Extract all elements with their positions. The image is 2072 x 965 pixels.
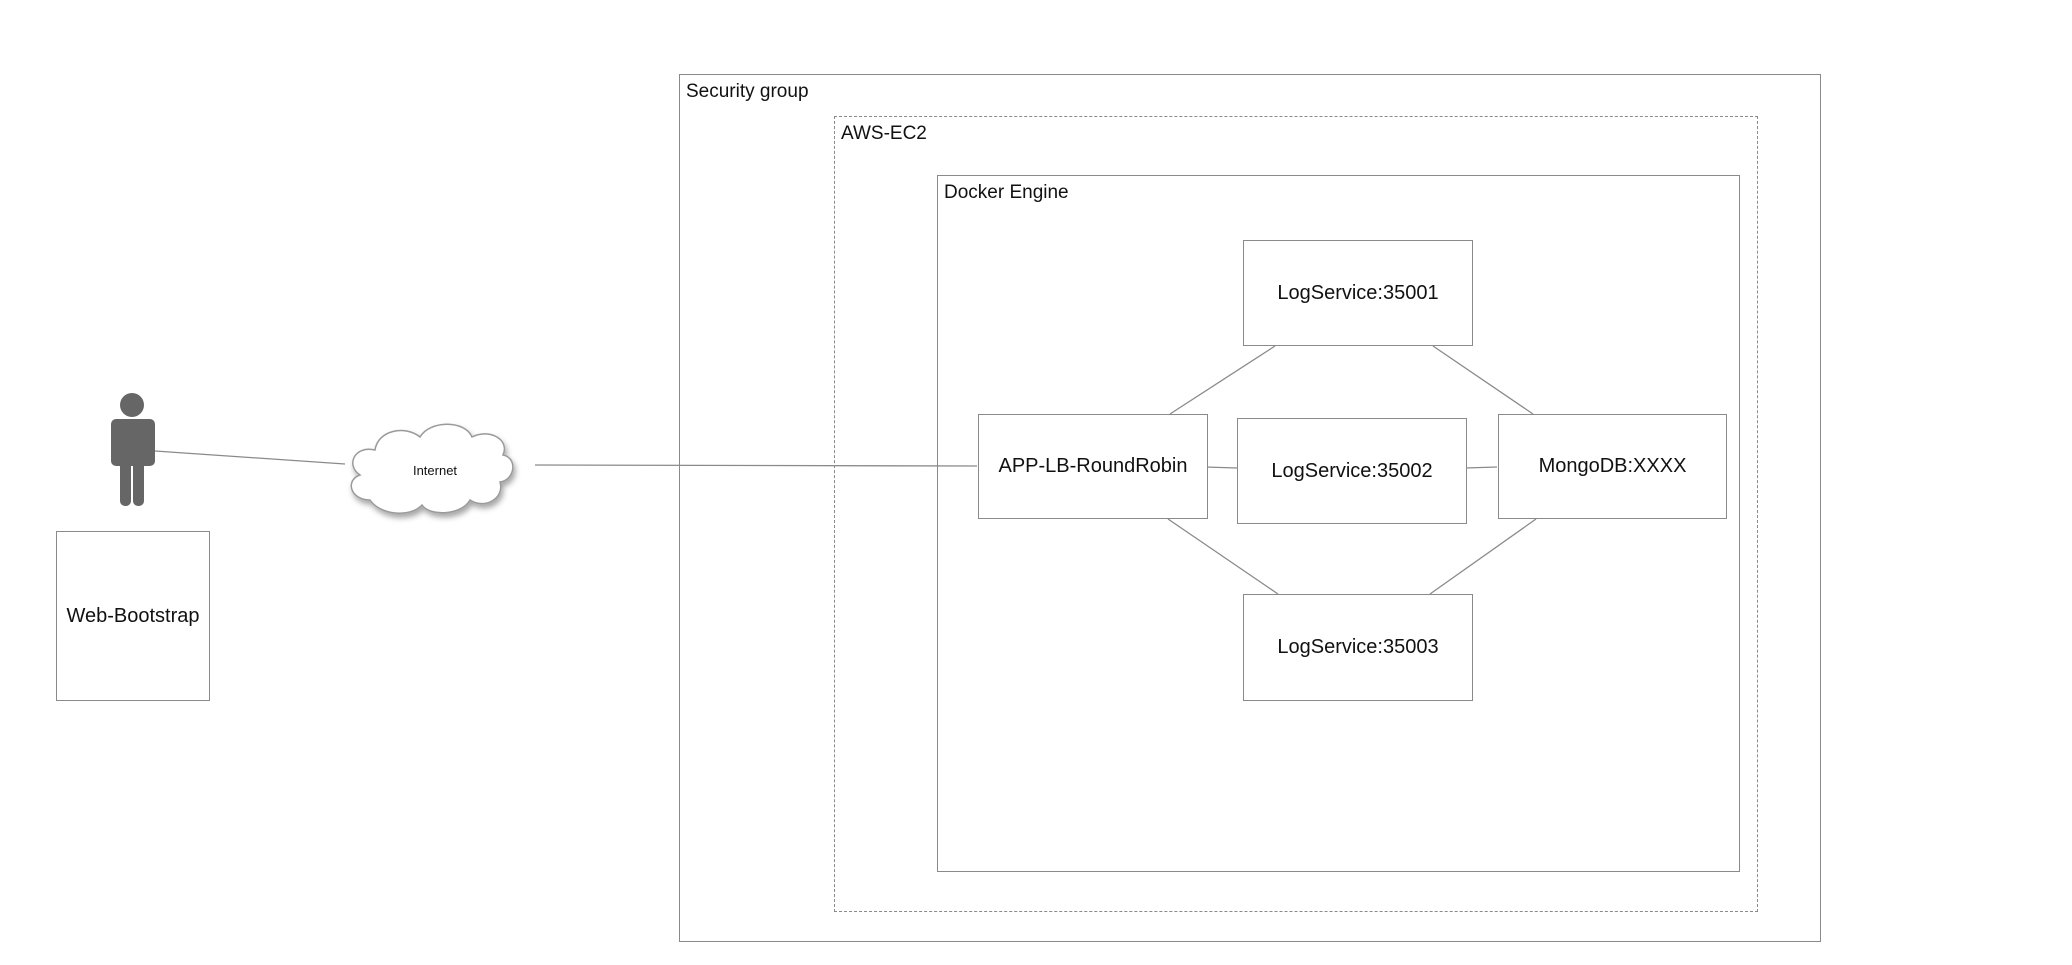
edge-internet-app-lb [534, 464, 978, 467]
edge-logservice-2-mongodb [1464, 466, 1498, 469]
app-lb-node: APP-LB-RoundRobin [978, 414, 1208, 519]
edge-app-lb-logservice-2 [1204, 466, 1238, 469]
security-group-container: Security group [679, 74, 1821, 942]
log-service-1-node: LogService:35001 [1243, 240, 1473, 346]
edge-user-internet [154, 450, 346, 465]
cloud-icon [350, 423, 514, 514]
log-service-2-node: LogService:35002 [1237, 418, 1467, 524]
edge-app-lb-logservice-3 [1167, 518, 1279, 595]
mongodb-node: MongoDB:XXXX [1498, 414, 1727, 519]
aws-ec2-label: AWS-EC2 [841, 123, 927, 144]
internet-label: Internet [413, 463, 457, 478]
edge-logservice-3-mongodb [1429, 518, 1537, 595]
aws-ec2-container: AWS-EC2 [834, 116, 1758, 912]
docker-engine-container: Docker Engine [937, 175, 1740, 872]
web-bootstrap-node: Web-Bootstrap [56, 531, 210, 701]
edge-logservice-1-mongodb [1432, 345, 1534, 415]
edge-app-lb-logservice-1 [1169, 345, 1276, 415]
docker-engine-label: Docker Engine [944, 182, 1069, 203]
security-group-label: Security group [686, 81, 809, 102]
user-icon [111, 393, 155, 506]
log-service-3-node: LogService:35003 [1243, 594, 1473, 701]
